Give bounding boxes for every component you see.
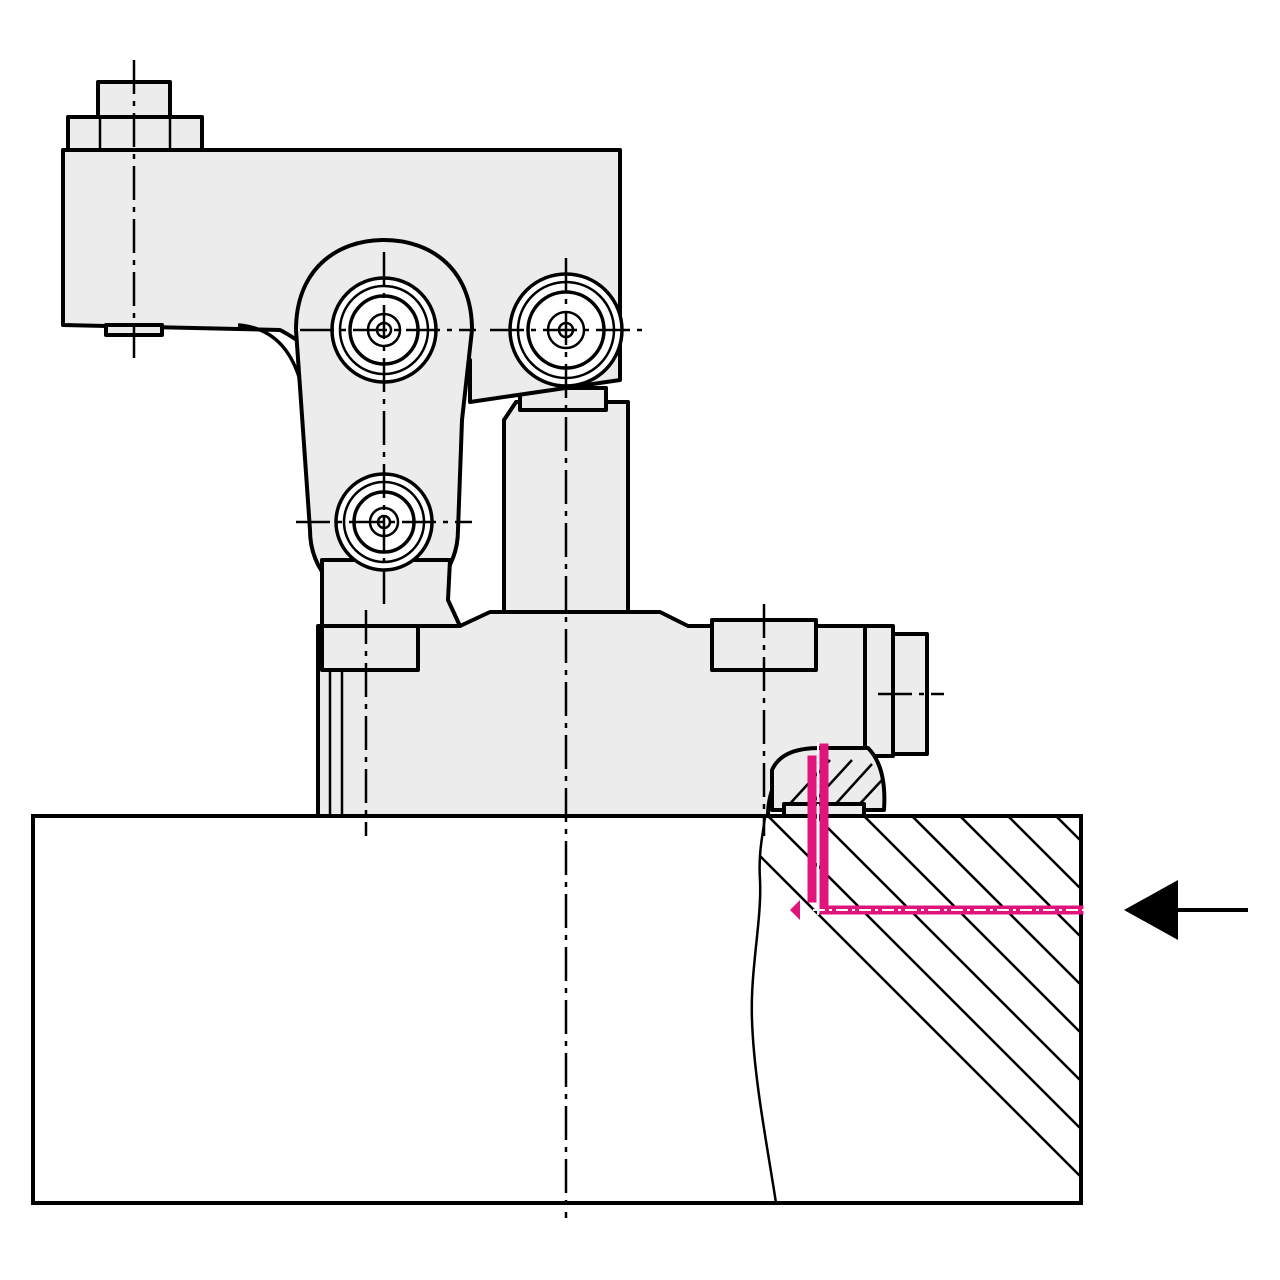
side-plug	[863, 624, 895, 758]
hatch-line	[751, 816, 1081, 1203]
drill-point	[790, 900, 800, 920]
mounting-screw-left	[320, 618, 420, 672]
hydraulic-oil-channel[interactable]	[790, 742, 1098, 920]
hatch-line	[751, 816, 1081, 1203]
oil-supply-arrow	[1124, 880, 1248, 940]
center-lines	[132, 60, 944, 1218]
hatch-line	[1067, 816, 1081, 1203]
mounting-base-block	[31, 814, 1083, 1205]
link-support	[320, 558, 462, 628]
section-hatching	[751, 816, 1081, 1203]
break-line	[750, 815, 778, 1204]
sectioned-area	[750, 815, 1081, 1204]
